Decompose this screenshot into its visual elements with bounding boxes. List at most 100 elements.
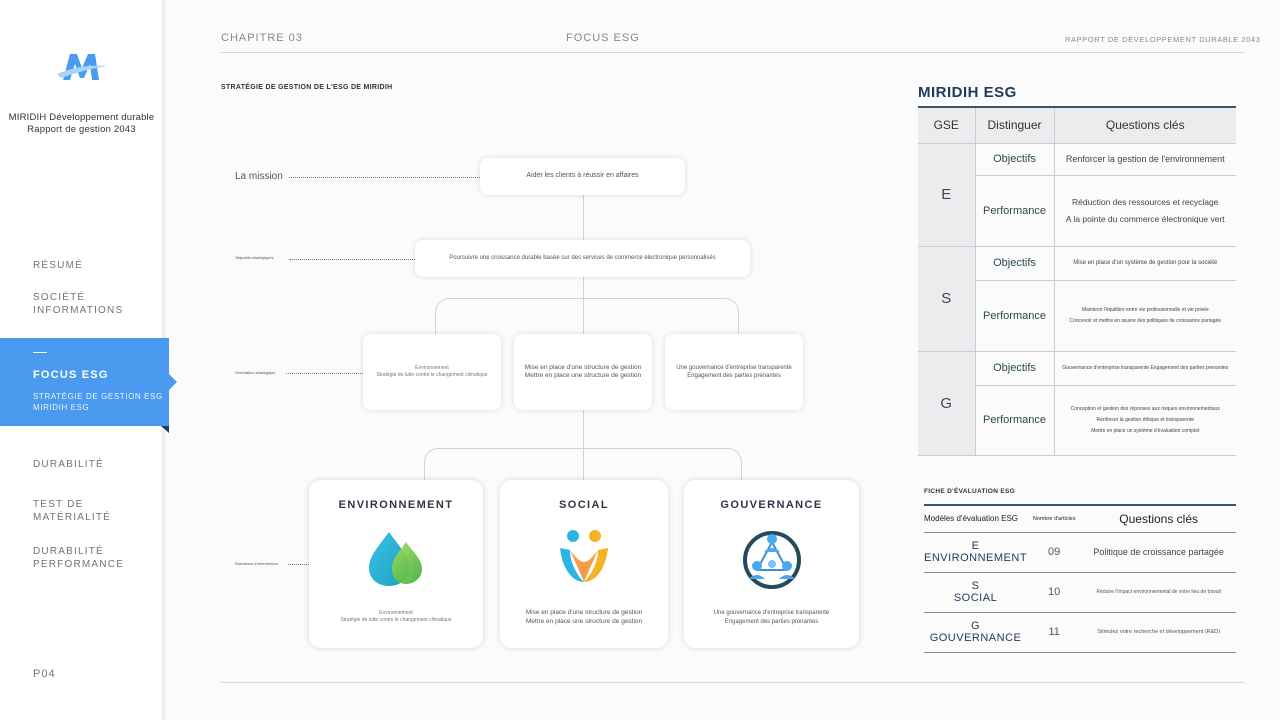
group-letter: G xyxy=(918,351,976,456)
row-question: Gouvernance d'entreprise transparente En… xyxy=(1054,351,1236,386)
dotted-leader xyxy=(289,259,415,260)
nav-item-performance[interactable]: DURABILITÉ PERFORMANCE xyxy=(33,546,124,570)
people-hug-icon xyxy=(560,530,608,582)
column-header: Questions clés xyxy=(1081,505,1236,533)
direction-text: Une gouvernance d'entreprise transparent… xyxy=(676,364,792,380)
table-row: G GOUVERNANCE 11 Stimulez votre recherch… xyxy=(924,612,1236,653)
objective-text: Poursuivre une croissance durable basée … xyxy=(449,255,716,262)
connector xyxy=(583,195,584,241)
group-letter: E xyxy=(918,143,976,247)
direction-box-social: Mise en place d'une structure de gestion… xyxy=(514,334,652,410)
mission-text: Aider les clients à réussir en affaires xyxy=(526,172,639,180)
direction-text: Mise en place d'une structure de gestion… xyxy=(524,363,642,380)
connector-arc xyxy=(435,298,739,336)
column-header: GSE xyxy=(918,107,976,144)
pillar-environment: ENVIRONNEMENT Environnement Stratégie de… xyxy=(309,480,483,648)
footer-divider xyxy=(221,682,1245,683)
direction-box-governance: Une gouvernance d'entreprise transparent… xyxy=(665,334,803,410)
nav-item-societe[interactable]: SOCIÉTÉ INFORMATIONS xyxy=(33,292,124,316)
dotted-leader xyxy=(286,373,363,374)
pillar-title: GOUVERNANCE xyxy=(720,499,823,511)
direction-label: Orientation stratégique xyxy=(235,370,276,375)
pillar-desc: Mise en place d'une structure de gestion… xyxy=(525,609,643,625)
table-row: S SOCIAL 10 Réduire l'impact environneme… xyxy=(924,572,1236,613)
page-number: P04 xyxy=(33,668,56,680)
model-cell: E ENVIRONNEMENT xyxy=(924,532,1028,573)
esg-table: GSE Distinguer Questions clés E Objectif… xyxy=(918,106,1236,456)
nav-item-focus-sub: STRATÉGIE DE GESTION ESG MIRIDIH ESG xyxy=(33,392,163,412)
count-cell: 09 xyxy=(1027,532,1082,573)
model-cell: S SOCIAL xyxy=(924,572,1028,613)
question-cell: Politique de croissance partagée xyxy=(1081,532,1236,573)
question-cell: Réduire l'impact environnemental de votr… xyxy=(1081,572,1236,613)
brand-line-2: Rapport de gestion 2043 xyxy=(27,124,136,135)
pillar-desc: Environnement Stratégie de lutte contre … xyxy=(340,610,452,623)
count-cell: 11 xyxy=(1027,612,1082,653)
evaluation-title: FICHE D'ÉVALUATION ESG xyxy=(924,488,1015,495)
domain-label: Domaines d'intervention xyxy=(235,561,278,566)
column-header: Distinguer xyxy=(975,107,1055,144)
table-row: Performance Réduction des ressources et … xyxy=(918,175,1236,247)
nav-item-resume[interactable]: RÉSUMÉ xyxy=(33,260,83,271)
row-question: Conception et gestion des réponses aux r… xyxy=(1054,385,1236,456)
pillar-social: SOCIAL Mise en place d'une structure de … xyxy=(500,480,668,648)
mission-label: La mission xyxy=(235,171,283,182)
column-header: Modèles d'évaluation ESG xyxy=(924,505,1028,533)
dotted-leader xyxy=(289,177,480,178)
model-cell: G GOUVERNANCE xyxy=(924,612,1028,653)
active-dash xyxy=(33,352,47,353)
question-cell: Stimulez votre recherche et développemen… xyxy=(1081,612,1236,653)
table-row: E Objectifs Renforcer la gestion de l'en… xyxy=(918,143,1236,247)
row-kind: Performance xyxy=(975,385,1055,456)
header-divider xyxy=(221,52,1245,53)
network-people-icon xyxy=(742,531,801,589)
objective-box: Poursuivre une croissance durable basée … xyxy=(415,240,750,277)
pillar-desc: Une gouvernance d'entreprise transparent… xyxy=(713,610,830,625)
table-row: Performance Maintenir l'équilibre entre … xyxy=(918,280,1236,352)
pillar-governance: GOUVERNANCE Une gouvernance d'entreprise… xyxy=(684,480,859,648)
row-kind: Objectifs xyxy=(975,143,1055,176)
header-focus: FOCUS ESG xyxy=(566,32,640,44)
connector-arc xyxy=(424,448,742,482)
water-drops-icon xyxy=(369,532,422,586)
evaluation-table: Modèles d'évaluation ESG Nombre d'articl… xyxy=(924,504,1236,653)
column-header: Questions clés xyxy=(1054,107,1236,144)
mission-box: Aider les clients à réussir en affaires xyxy=(480,158,685,195)
nav-fold-shape xyxy=(161,426,169,433)
connector xyxy=(583,277,584,339)
row-kind: Performance xyxy=(975,280,1055,352)
pillar-title: ENVIRONNEMENT xyxy=(338,499,454,511)
connector xyxy=(583,410,584,482)
miridih-logo-icon xyxy=(57,54,107,80)
table-header-row: GSE Distinguer Questions clés xyxy=(918,107,1236,144)
column-header: Nombre d'articles xyxy=(1027,505,1082,533)
table-row: Performance Conception et gestion des ré… xyxy=(918,385,1236,456)
group-letter: S xyxy=(918,246,976,352)
row-kind: Performance xyxy=(975,175,1055,247)
row-question: Mise en place d'un système de gestion po… xyxy=(1054,246,1236,281)
nav-active-arrow-icon xyxy=(169,374,177,390)
table-header-row: Modèles d'évaluation ESG Nombre d'articl… xyxy=(924,505,1236,533)
direction-box-environment: Environnement Stratégie de lutte contre … xyxy=(363,334,501,410)
nav-item-durabilite[interactable]: DURABILITÉ xyxy=(33,459,104,470)
count-cell: 10 xyxy=(1027,572,1082,613)
nav-item-materialite[interactable]: TEST DE MATÉRIALITÉ xyxy=(33,499,112,523)
header-report: RAPPORT DE DÉVELOPPEMENT DURABLE 2043 xyxy=(1065,35,1261,44)
direction-text: Environnement Stratégie de lutte contre … xyxy=(376,365,488,378)
nav-item-focus-esg[interactable]: FOCUS ESG STRATÉGIE DE GESTION ESG MIRID… xyxy=(0,338,169,426)
brand-line-1: MIRIDIH Développement durable xyxy=(8,112,155,123)
table-row: G Objectifs Gouvernance d'entreprise tra… xyxy=(918,351,1236,456)
row-question: Réduction des ressources et recyclage A … xyxy=(1054,175,1236,247)
nav-item-focus-label: FOCUS ESG xyxy=(33,369,109,381)
row-kind: Objectifs xyxy=(975,351,1055,386)
dotted-leader xyxy=(288,564,309,565)
row-question: Renforcer la gestion de l'environnement xyxy=(1054,143,1236,176)
header-chapter: CHAPITRE 03 xyxy=(221,32,303,44)
table-row: S Objectifs Mise en place d'un système d… xyxy=(918,246,1236,352)
row-question: Maintenir l'équilibre entre vie professi… xyxy=(1054,280,1236,352)
esg-table-title: MIRIDIH ESG xyxy=(918,84,1017,101)
row-kind: Objectifs xyxy=(975,246,1055,281)
pillar-title: SOCIAL xyxy=(559,499,609,511)
strategy-title: STRATÉGIE DE GESTION DE L'ESG DE MIRIDIH xyxy=(221,84,393,91)
